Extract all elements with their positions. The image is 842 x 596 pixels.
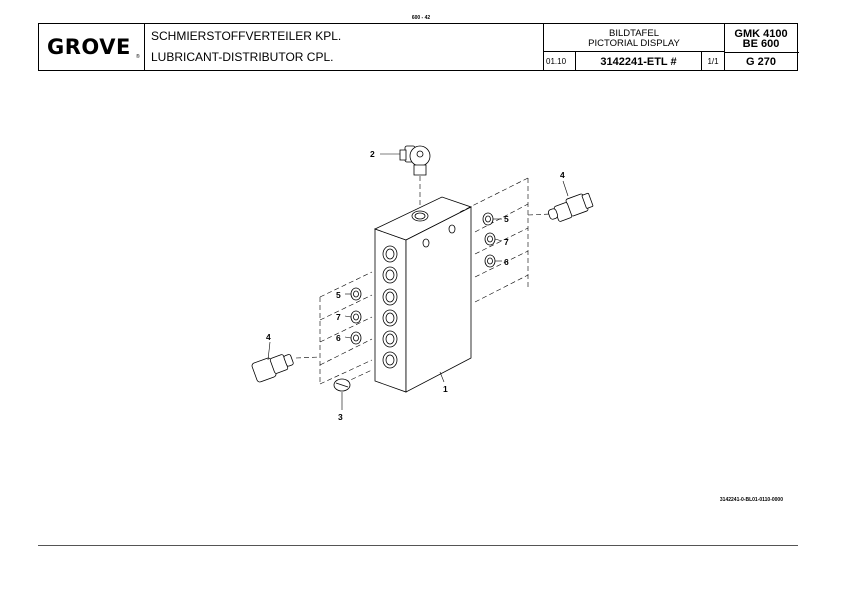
- seal-rings-right: [482, 212, 496, 268]
- description-english: LUBRICANT-DISTRIBUTOR CPL.: [151, 50, 334, 64]
- callout-7-right: 7: [504, 237, 509, 247]
- callout-4-left: 4: [266, 332, 271, 342]
- block-front-face: [374, 228, 407, 393]
- callout-4-right: 4: [560, 170, 565, 180]
- grove-logo: GROVE: [47, 35, 131, 59]
- logo-cell: GROVE ®: [39, 24, 145, 70]
- callout-7-left: 7: [336, 312, 341, 322]
- callout-5-left: 5: [336, 290, 341, 300]
- description-german: SCHMIERSTOFFVERTEILER KPL.: [151, 29, 342, 43]
- callout-1: 1: [443, 384, 448, 394]
- seal-rings-left: [350, 287, 362, 345]
- part-number: 3142241-ETL #: [600, 56, 677, 68]
- plate-label-german: BILDTAFEL: [609, 28, 659, 39]
- model-line-1: GMK 4100: [734, 28, 788, 40]
- swivel-fitting: [399, 145, 431, 176]
- screw-connector-left: [251, 354, 294, 383]
- plug-screw: [333, 378, 351, 392]
- drawing-number: 3142241-0-BL01-0110-0000: [719, 497, 783, 503]
- model-designation: GMK 4100 BE 600: [725, 28, 797, 50]
- plate-label: BILDTAFEL PICTORIAL DISPLAY: [544, 29, 724, 49]
- callout-6-right: 6: [504, 257, 509, 267]
- screw-connector-right: [547, 192, 594, 222]
- model-line-2: BE 600: [742, 38, 780, 50]
- callout-3: 3: [338, 412, 343, 422]
- bottom-rule: [38, 545, 798, 546]
- issue-date: 01.10: [546, 57, 567, 66]
- callout-2: 2: [370, 149, 375, 159]
- plate-label-english: PICTORIAL DISPLAY: [588, 38, 680, 49]
- title-block: GROVE ® SCHMIERSTOFFVERTEILER KPL. LUBRI…: [38, 23, 799, 71]
- callout-5-right: 5: [504, 214, 509, 224]
- callout-6-left: 6: [336, 333, 341, 343]
- group-number: G 270: [746, 56, 776, 68]
- sheet-number: 1/1: [707, 57, 719, 66]
- block-side-face: [405, 206, 472, 393]
- page-code: 600 - 42: [411, 15, 431, 21]
- outlet-bores: [382, 245, 398, 369]
- registered-mark: ®: [136, 54, 140, 60]
